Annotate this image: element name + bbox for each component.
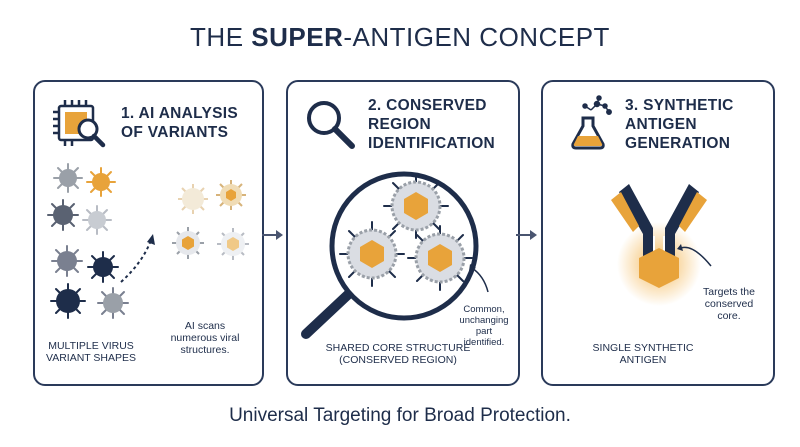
ai-chip-magnifier-icon (53, 100, 106, 148)
annotation-arrow (680, 246, 712, 267)
antibody-icon (611, 184, 707, 264)
arrow-right-icon (262, 230, 283, 240)
virus-core-icon (339, 173, 473, 291)
magnified-core-illustration (301, 171, 489, 339)
flask-molecule-icon (571, 95, 612, 150)
arrow-right-icon (516, 230, 537, 240)
antibody-illustration (611, 184, 712, 306)
page-title: THE SUPER-ANTIGEN CONCEPT (190, 22, 610, 52)
virus-variants-illustration (47, 163, 249, 319)
magnifier-icon (307, 101, 355, 149)
scanned-structures-icon (172, 180, 249, 260)
annotation-arrow (471, 267, 489, 293)
conserved-core-icon (639, 248, 679, 288)
magnifier-handle (301, 284, 359, 339)
footer-tagline: Universal Targeting for Broad Protection… (229, 405, 571, 426)
scan-arrow (120, 239, 152, 283)
panel2-caption: SHARED CORE STRUCTURE(CONSERVED REGION) (325, 342, 471, 366)
virus-icon (47, 163, 129, 319)
